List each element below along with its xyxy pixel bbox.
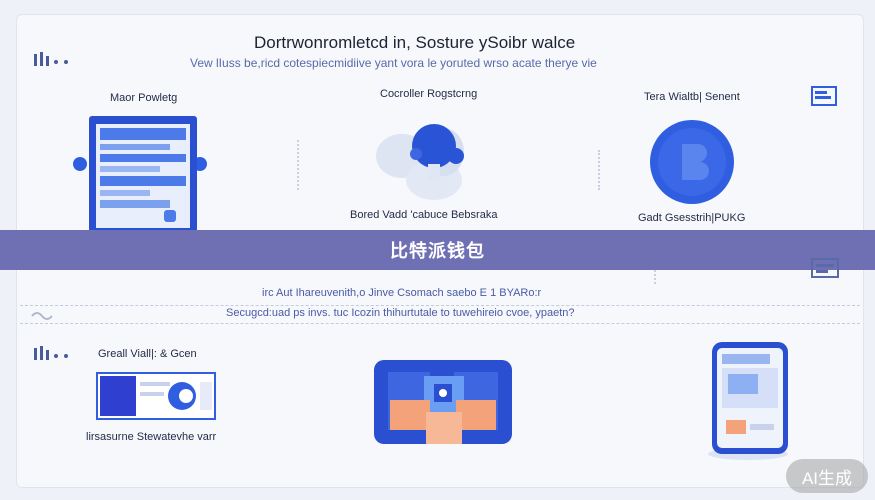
banner-text: 比特派钱包: [390, 241, 485, 261]
ai-generated-badge: AI生成: [786, 459, 868, 493]
separator-left: [297, 140, 299, 190]
tablet-icon: [73, 116, 207, 240]
separator-under-banner: [654, 270, 656, 284]
window-icon: [811, 86, 837, 106]
top-right-caption: Gadt Gsesstrih|PUKG: [638, 212, 746, 224]
wallet-box-icon: [374, 360, 512, 444]
divider-2: [20, 323, 860, 324]
page-title: Dortrwonromletcd in, Sosture ySoibr walc…: [254, 33, 576, 52]
divider-1: [20, 305, 860, 306]
top-center-label: Cocroller Rogstcrng: [380, 88, 478, 100]
top-left-label: Maor Powletg: [110, 92, 178, 104]
top-center-caption: Bored Vadd 'cabuce Bebsraka: [350, 209, 498, 221]
title-banner: 比特派钱包: [0, 230, 875, 270]
bottom-line-2: Secugcd:uad ps invs. tuc Icozin thihurtu…: [226, 307, 575, 319]
bottom-left-label: Greall Viall|: & Gcen: [98, 348, 197, 360]
wave-icon: [31, 312, 53, 320]
phone-icon: [708, 342, 788, 460]
separator-right: [598, 150, 600, 190]
top-right-label: Tera Wialtb| Senent: [644, 91, 740, 103]
bottom-left-caption: lirsasurne Stewatevhe varr: [86, 431, 217, 443]
chart-icon-2: [34, 346, 68, 360]
controller-icon: [376, 124, 464, 200]
coin-b-icon: [650, 120, 734, 204]
window-icon-2: [811, 258, 839, 278]
page-subtitle: Vew lIuss be,ricd cotespiecmidiive yant …: [190, 56, 597, 70]
chart-icon: [34, 52, 68, 66]
ai-badge-text: AI生成: [801, 468, 853, 488]
wallet-card-icon: [96, 372, 216, 420]
bottom-line-1: irc Aut Ihareuvenith,o Jinve Csomach sae…: [262, 287, 542, 299]
